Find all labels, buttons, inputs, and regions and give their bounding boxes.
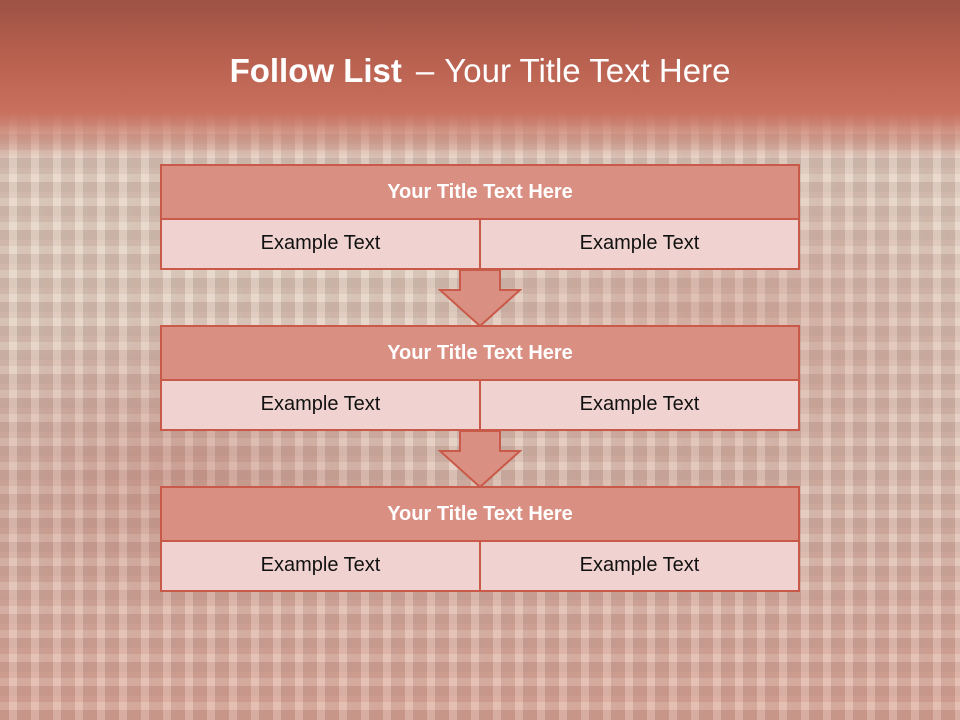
block-cell-right: Example Text [481, 220, 800, 270]
title-rest: Your Title Text Here [444, 52, 731, 89]
header-band [0, 0, 960, 160]
block-row: Example Text Example Text [160, 542, 800, 592]
list-block-1: Your Title Text Here Example Text Exampl… [160, 164, 800, 270]
title-bold: Follow List [229, 52, 402, 89]
block-cell-right: Example Text [481, 542, 800, 592]
list-block-3: Your Title Text Here Example Text Exampl… [160, 486, 800, 592]
block-heading: Your Title Text Here [160, 325, 800, 381]
block-cell-right: Example Text [481, 381, 800, 431]
down-arrow-icon [438, 430, 522, 489]
slide-title: Follow List–Your Title Text Here [0, 52, 960, 90]
down-arrow-icon [438, 269, 522, 328]
block-cell-left: Example Text [160, 220, 481, 270]
list-block-2: Your Title Text Here Example Text Exampl… [160, 325, 800, 431]
block-row: Example Text Example Text [160, 381, 800, 431]
block-heading: Your Title Text Here [160, 486, 800, 542]
block-cell-left: Example Text [160, 381, 481, 431]
block-row: Example Text Example Text [160, 220, 800, 270]
title-dash: – [415, 52, 435, 89]
block-heading: Your Title Text Here [160, 164, 800, 220]
block-cell-left: Example Text [160, 542, 481, 592]
